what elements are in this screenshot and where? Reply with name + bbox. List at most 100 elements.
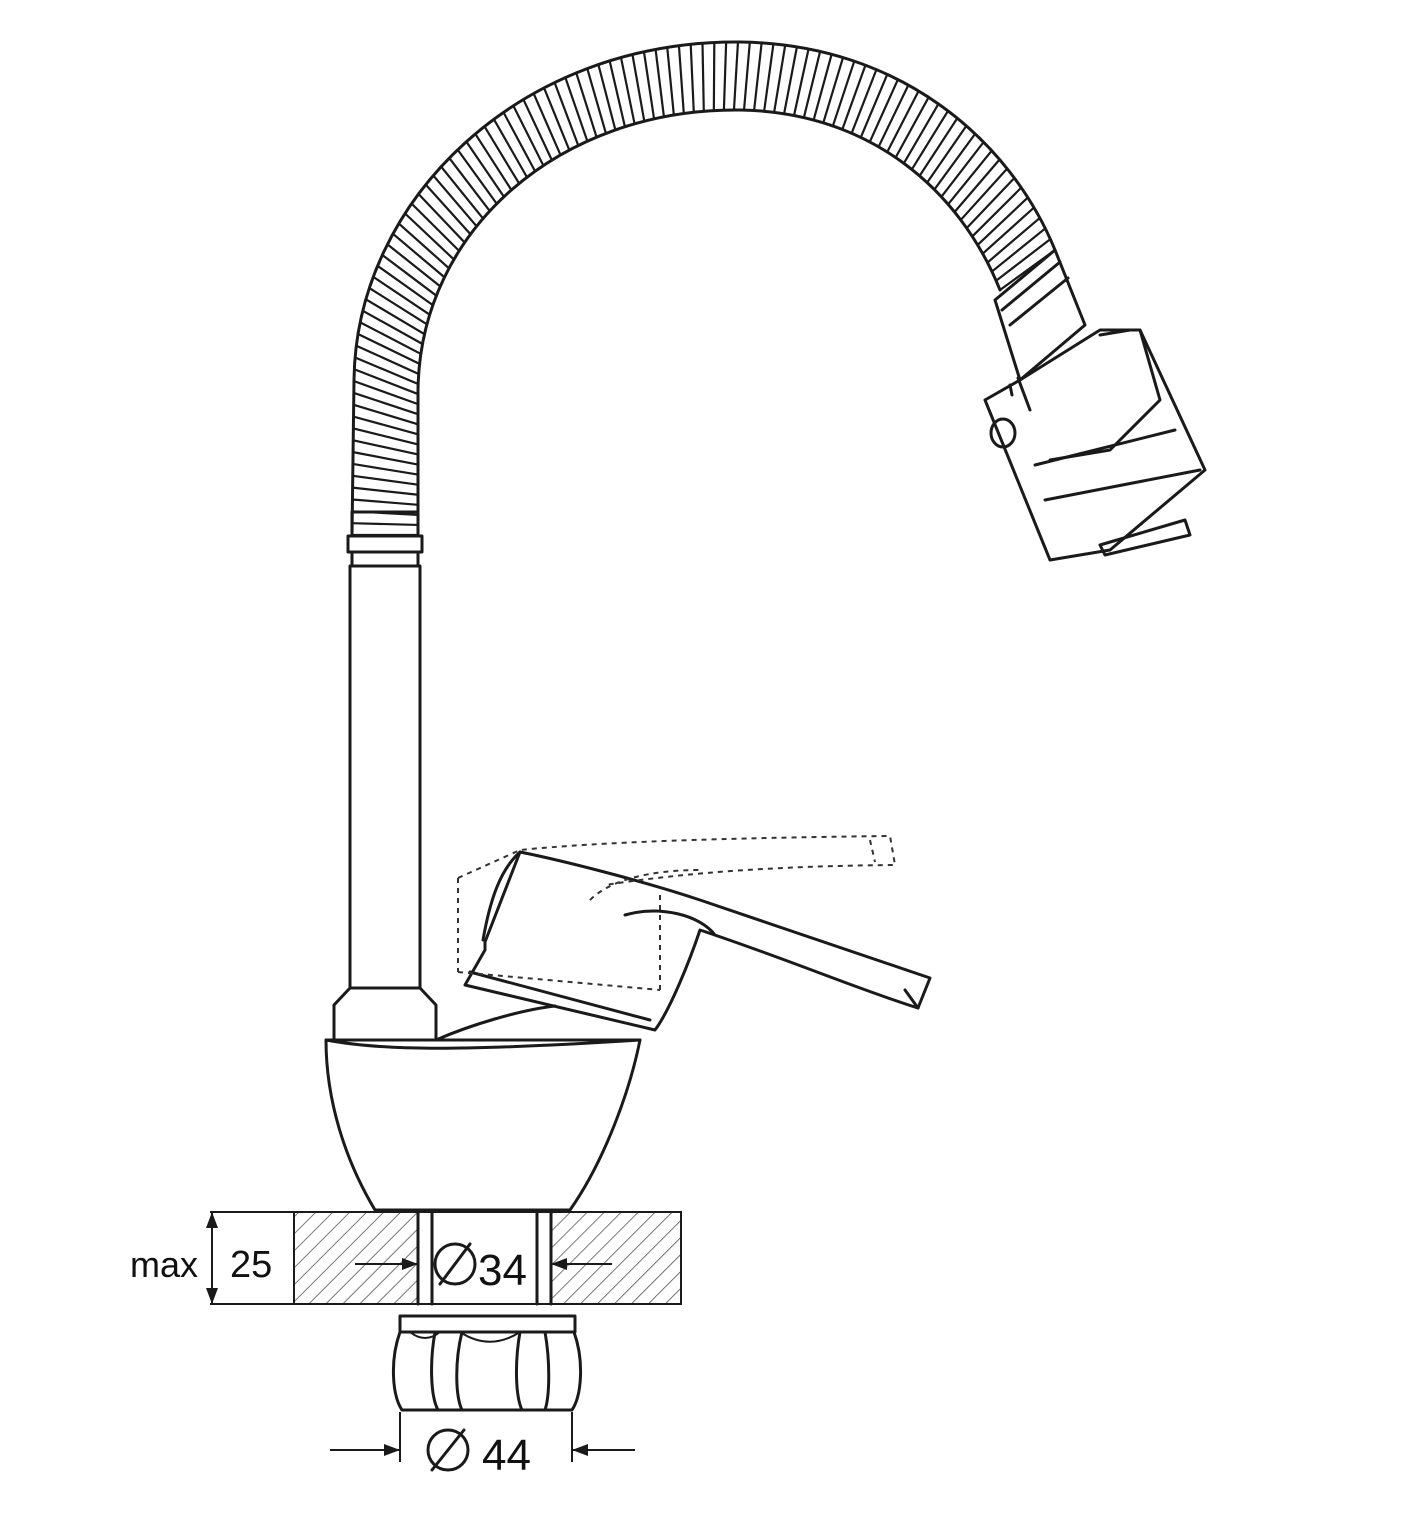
hose-rib	[522, 99, 553, 161]
hose-rib	[831, 60, 856, 127]
hose-rib	[543, 87, 571, 151]
hose-rib	[981, 206, 1035, 255]
hose-rib	[483, 125, 521, 185]
hose-rib	[353, 391, 419, 416]
hose-rib	[410, 202, 460, 252]
hose-rib	[352, 451, 419, 466]
hose-rib	[902, 103, 940, 164]
hose-rib	[352, 439, 419, 456]
hose-rib	[456, 149, 498, 205]
hose-rib	[986, 217, 1041, 264]
hose-rib	[732, 41, 740, 111]
hose-rib	[474, 133, 513, 191]
hose-rib	[953, 158, 1001, 213]
hose-rib	[586, 68, 607, 134]
hose-rib	[354, 356, 419, 386]
hose-rib	[404, 212, 455, 261]
hole-diameter-value: 34	[478, 1246, 527, 1295]
hose-rib	[701, 43, 705, 112]
hose-rib	[642, 51, 656, 120]
hose-rib	[353, 403, 419, 426]
hose-rib	[432, 174, 478, 228]
mounting-nut	[392, 1314, 582, 1412]
diameter-symbol-icon	[426, 1428, 470, 1472]
hose-rib	[894, 96, 930, 159]
hose-rib	[802, 51, 822, 118]
hose-rib	[376, 264, 434, 307]
hose-rib	[822, 57, 845, 124]
dimension-thickness: max 25	[130, 1212, 272, 1304]
hose-ribs	[352, 41, 1056, 537]
hose-rib	[841, 64, 867, 130]
hose-rib	[353, 427, 419, 446]
hose-rib	[965, 177, 1016, 229]
hose-rib	[381, 254, 438, 297]
lever-alternate-position	[457, 834, 897, 991]
spray-head	[983, 248, 1207, 562]
hose-rib	[492, 118, 528, 178]
hose-rib	[362, 309, 424, 345]
hose-rib	[564, 77, 589, 142]
hose-rib	[355, 344, 420, 375]
hose-rib	[752, 42, 763, 111]
hose-rib	[976, 196, 1029, 246]
hose-rib	[365, 298, 426, 336]
countertop-section	[210, 1210, 682, 1306]
nut-diameter-value: 44	[482, 1431, 531, 1480]
hose-rib	[868, 79, 899, 143]
hose-rib	[352, 522, 419, 527]
hose-rib	[502, 111, 537, 172]
dimension-nut-diameter: 44	[330, 1412, 635, 1480]
hose-coupling	[346, 510, 424, 568]
hose-rib	[352, 486, 419, 496]
hose-rib	[918, 117, 959, 177]
hose-rib	[991, 227, 1046, 273]
hose-rib	[352, 474, 419, 486]
spout-tube	[348, 564, 422, 990]
hose-rib	[398, 222, 450, 270]
spout-collar	[332, 986, 438, 1042]
hose-rib	[850, 69, 878, 134]
hose-rib	[654, 49, 666, 117]
hose-rib	[353, 380, 419, 406]
hose-rib	[353, 415, 419, 436]
hose-rib	[910, 110, 949, 171]
hose-rib	[597, 64, 617, 131]
hose-rib	[783, 46, 798, 114]
diameter-symbol-icon	[433, 1242, 477, 1286]
hose-rib	[886, 90, 920, 153]
hose-rib	[742, 42, 751, 111]
hose-rib	[792, 48, 810, 116]
hose-rib	[689, 44, 695, 113]
hose-rib	[859, 73, 889, 138]
hose-rib	[357, 332, 421, 365]
max-label: max	[130, 1244, 198, 1285]
hose-rib	[553, 82, 580, 146]
hose-rib	[417, 193, 466, 244]
hose-rib	[352, 498, 419, 506]
hose-rib	[448, 157, 491, 212]
hose-rib	[666, 47, 675, 116]
hose-rib	[372, 275, 431, 316]
thickness-value: 25	[230, 1244, 272, 1286]
hose-rib	[608, 60, 627, 127]
hose-rib	[812, 54, 833, 121]
hose-rib	[631, 54, 646, 122]
hose-rib	[575, 72, 598, 138]
hose-rib	[940, 141, 985, 198]
hose-rib	[440, 165, 484, 220]
hose-rib	[532, 93, 562, 156]
hose-rib	[926, 125, 968, 184]
lever-handle[interactable]	[463, 850, 932, 1032]
hose-rib	[763, 43, 775, 112]
hose-rib	[359, 321, 422, 355]
hose-rib	[933, 133, 976, 191]
hose-rib	[392, 233, 446, 279]
hose-rib	[947, 149, 993, 205]
hose-rib	[971, 186, 1023, 238]
hose-rib	[465, 141, 505, 198]
hose-rib	[424, 183, 472, 236]
hose-rib	[352, 462, 419, 476]
dimension-hole-diameter: 34	[355, 1242, 612, 1295]
